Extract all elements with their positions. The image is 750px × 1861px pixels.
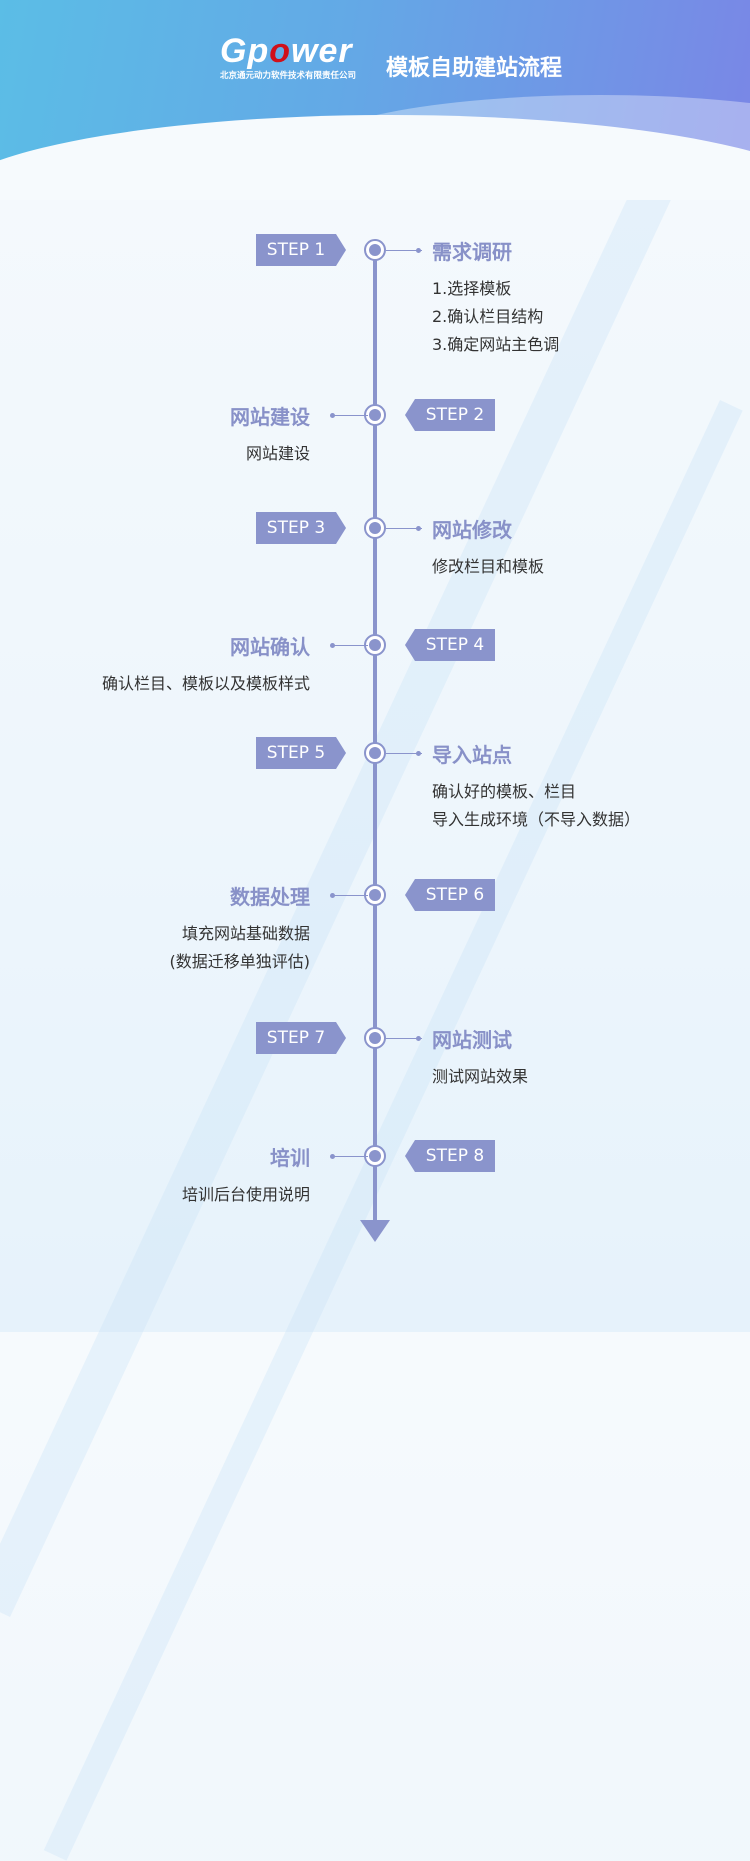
- description-line: 3.确定网站主色调: [432, 335, 560, 354]
- timeline-line: [373, 250, 377, 1225]
- connector-dot-icon: [416, 751, 421, 756]
- connector-dot-icon: [330, 413, 335, 418]
- step-badge: STEP 6: [405, 879, 495, 911]
- step-title: 数据处理: [230, 885, 310, 909]
- timeline-node-icon: [364, 1145, 386, 1167]
- timeline-node-icon: [364, 1027, 386, 1049]
- connector-dot-icon: [330, 643, 335, 648]
- timeline-node-icon: [364, 239, 386, 261]
- connector-dot-icon: [416, 1036, 421, 1041]
- step-title: 导入站点: [432, 743, 512, 767]
- description-line: 修改栏目和模板: [432, 557, 545, 576]
- step-badge: STEP 2: [405, 399, 495, 431]
- description-line: 2.确认栏目结构: [432, 307, 544, 326]
- step-title: 培训: [270, 1146, 310, 1170]
- logo: Gpower 北京通元动力软件技术有限责任公司: [220, 32, 356, 81]
- connector: [332, 645, 368, 646]
- step-badge: STEP 3: [256, 512, 346, 544]
- description-line: 导入生成环境（不导入数据）: [432, 810, 641, 829]
- step-title: 网站测试: [432, 1028, 512, 1052]
- timeline-node-icon: [364, 884, 386, 906]
- step-badge: STEP 1: [256, 234, 346, 266]
- description-line: (数据迁移单独评估): [169, 952, 311, 971]
- description-line: 网站建设: [245, 444, 310, 463]
- decor-stripe: [43, 400, 743, 1861]
- step-description: 修改栏目和模板: [432, 553, 544, 581]
- step-title: 网站修改: [432, 518, 512, 542]
- step-badge: STEP 8: [405, 1140, 495, 1172]
- step-description: 确认好的模板、栏目导入生成环境（不导入数据）: [432, 778, 640, 834]
- step-description: 填充网站基础数据 (数据迁移单独评估): [170, 920, 311, 976]
- header: Gpower 北京通元动力软件技术有限责任公司 模板自助建站流程: [0, 0, 750, 200]
- company-name: 北京通元动力软件技术有限责任公司: [220, 71, 357, 81]
- step-badge: STEP 4: [405, 629, 495, 661]
- connector: [332, 895, 368, 896]
- step-description: 1.选择模板 2.确认栏目结构 3.确定网站主色调: [432, 275, 559, 359]
- timeline-node-icon: [364, 517, 386, 539]
- connector: [332, 415, 368, 416]
- step-title: 需求调研: [432, 240, 512, 264]
- connector-dot-icon: [416, 248, 421, 253]
- page-title: 模板自助建站流程: [386, 56, 563, 81]
- connector: [386, 528, 422, 529]
- connector-dot-icon: [330, 893, 335, 898]
- connector: [386, 1038, 422, 1039]
- description-line: 填充网站基础数据: [181, 924, 310, 943]
- decor-stripe: [0, 150, 687, 1617]
- connector-dot-icon: [330, 1154, 335, 1159]
- timeline-node-icon: [364, 742, 386, 764]
- description-line: 测试网站效果: [432, 1067, 529, 1086]
- connector-dot-icon: [416, 526, 421, 531]
- description-line: 确认好的模板、栏目: [432, 782, 577, 801]
- connector: [386, 753, 422, 754]
- step-badge: STEP 5: [256, 737, 346, 769]
- step-description: 测试网站效果: [432, 1063, 528, 1091]
- step-badge: STEP 7: [256, 1022, 346, 1054]
- step-description: 培训后台使用说明: [182, 1181, 310, 1209]
- timeline-arrow-icon: [360, 1220, 390, 1242]
- step-description: 网站建设: [246, 440, 310, 468]
- description-line: 确认栏目、模板以及模板样式: [101, 674, 310, 693]
- connector: [332, 1156, 368, 1157]
- description-line: 培训后台使用说明: [181, 1185, 310, 1204]
- logo-word: Gpower: [220, 32, 353, 70]
- step-description: 确认栏目、模板以及模板样式: [102, 670, 310, 698]
- step-title: 网站确认: [230, 635, 310, 659]
- description-line: 1.选择模板: [432, 279, 512, 298]
- step-title: 网站建设: [230, 405, 310, 429]
- connector: [386, 250, 422, 251]
